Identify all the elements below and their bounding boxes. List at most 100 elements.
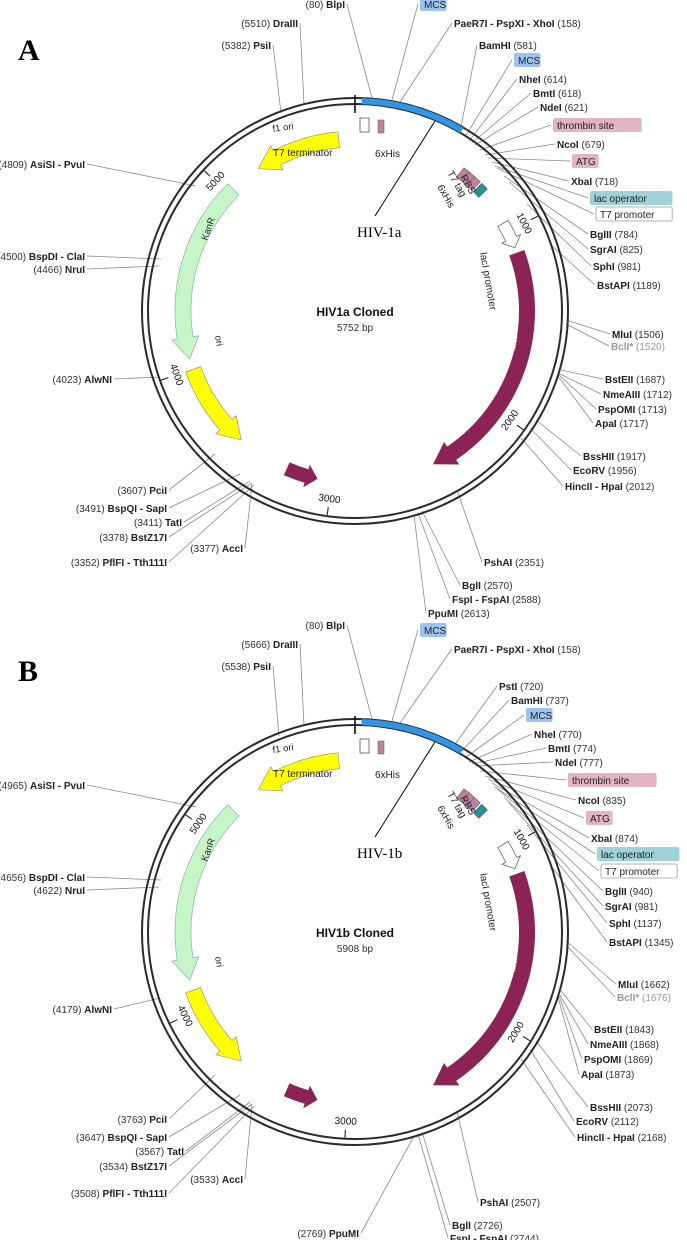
scale-tick-label: 3000 bbox=[334, 1116, 357, 1128]
restriction-site-label: BclI* (1520) bbox=[611, 342, 665, 353]
site-leader-line bbox=[551, 245, 596, 286]
restriction-site-label: BmtI (618) bbox=[533, 89, 581, 100]
restriction-site-label: (3533) AccI bbox=[190, 1175, 243, 1186]
restriction-site-label: ApaI (1873) bbox=[581, 1070, 634, 1081]
site-leader-line bbox=[479, 124, 552, 151]
site-leader-line bbox=[508, 181, 589, 250]
site-leader-line bbox=[503, 175, 589, 235]
site-leader-line bbox=[391, 3, 419, 101]
site-leader-line bbox=[244, 483, 253, 549]
t7-terminator-marker bbox=[359, 738, 370, 754]
site-leader-line bbox=[299, 22, 305, 105]
small-feature-marker bbox=[472, 182, 488, 198]
laci-promoter-label: lacI promoter bbox=[477, 252, 498, 312]
site-leader-line bbox=[503, 796, 604, 892]
restriction-site-label: PshAI (2507) bbox=[480, 1198, 540, 1209]
feature-box bbox=[600, 863, 678, 879]
site-leader-line bbox=[557, 375, 594, 424]
site-leader-line bbox=[565, 323, 610, 347]
scale-tick bbox=[527, 831, 536, 837]
site-leader-line bbox=[346, 3, 373, 99]
feature-box bbox=[597, 847, 680, 861]
restriction-site-label: XbaI (718) bbox=[571, 177, 618, 188]
restriction-site-label: BclI* (1676) bbox=[617, 993, 671, 1004]
feature-box bbox=[568, 773, 657, 787]
restriction-site-label: FspI - FspAI (2588) bbox=[452, 595, 541, 606]
feature-annotation: MCS bbox=[424, 626, 447, 637]
insert-label: HIV-1a bbox=[357, 225, 402, 241]
feature-annotation: thrombin site bbox=[572, 776, 630, 787]
insert-pointer-line bbox=[374, 120, 436, 217]
restriction-site-label: SgrAI (981) bbox=[605, 902, 658, 913]
restriction-site-label: (3647) BspQI - SapI bbox=[76, 1133, 167, 1144]
restriction-site-label: (4965) AsiSI - PvuI bbox=[0, 781, 85, 792]
restriction-site-label: NdeI (621) bbox=[540, 103, 588, 114]
scale-tick-label: 1000 bbox=[514, 211, 534, 236]
plasmid-title: HIV1b Cloned bbox=[316, 926, 394, 940]
site-leader-line bbox=[558, 374, 597, 410]
site-leader-line bbox=[559, 373, 602, 395]
restriction-site-label: (3607) PciI bbox=[118, 486, 168, 497]
restriction-site-label: (4809) AsiSI - PvuI bbox=[0, 160, 85, 171]
site-leader-line bbox=[471, 92, 532, 144]
restriction-site-label: (3378) BstZ17I bbox=[99, 533, 167, 544]
restriction-site-label: BglII (940) bbox=[605, 887, 653, 898]
scale-tick bbox=[170, 1019, 178, 1024]
restriction-site-label: BglII (784) bbox=[590, 230, 638, 241]
restriction-site-label: BssHII (1917) bbox=[583, 452, 646, 463]
site-leader-line bbox=[168, 482, 253, 538]
restriction-site-label: (3352) PflFI - Tth111I bbox=[71, 558, 167, 569]
restriction-site-label: BstAPI (1345) bbox=[609, 938, 673, 949]
plasmid-size: 5752 bp bbox=[337, 323, 374, 334]
site-leader-line bbox=[565, 319, 611, 335]
restriction-site-label: BglI (2726) bbox=[452, 1221, 503, 1232]
site-leader-line bbox=[272, 44, 282, 114]
laci-promoter-arrow bbox=[497, 219, 522, 249]
restriction-site-label: (5666) DraIII bbox=[241, 640, 298, 651]
plasmid-map-b: B(80) BlpI(5666) DraIII(5538) PsiIMCSPae… bbox=[0, 621, 680, 1240]
restriction-site-label: BstEII (1843) bbox=[594, 1025, 654, 1036]
site-leader-line bbox=[360, 1135, 415, 1234]
restriction-site-label: (4656) BspDI - ClaI bbox=[0, 873, 85, 884]
site-leader-line bbox=[464, 714, 525, 759]
insert-pointer-line bbox=[374, 741, 436, 838]
site-leader-line bbox=[459, 699, 510, 754]
site-leader-line bbox=[529, 427, 572, 471]
site-leader-line bbox=[496, 788, 600, 872]
restriction-site-label: SgrAI (825) bbox=[590, 245, 643, 256]
restriction-site-label: ApaI (1717) bbox=[595, 419, 648, 430]
site-leader-line bbox=[183, 480, 251, 523]
restriction-site-label: (3508) PflFI - Tth111I bbox=[71, 1189, 167, 1200]
restriction-site-label: PspOMI (1713) bbox=[598, 405, 667, 416]
feature-annotation: ATG bbox=[576, 157, 596, 168]
site-leader-line bbox=[464, 59, 513, 138]
site-leader-line bbox=[86, 265, 160, 270]
restriction-site-label: (4500) BspDI - ClaI bbox=[0, 252, 85, 263]
restriction-site-label: (4023) AlwNI bbox=[53, 375, 113, 386]
scale-tick bbox=[203, 170, 211, 177]
restriction-site-label: EcoRV (2112) bbox=[576, 1117, 639, 1128]
restriction-site-label: PstI (720) bbox=[499, 682, 543, 693]
restriction-site-label: (3491) BspQI - SapI bbox=[76, 504, 167, 515]
site-leader-line bbox=[413, 514, 427, 614]
restriction-site-label: (3567) TatI bbox=[135, 1147, 184, 1158]
site-leader-line bbox=[484, 775, 577, 801]
small-feature-marker bbox=[465, 175, 481, 191]
restriction-site-label: BamHI (581) bbox=[479, 41, 537, 52]
t7-terminator-label: T7 terminator bbox=[273, 148, 333, 159]
feature-annotation: thrombin site bbox=[557, 121, 615, 132]
site-leader-line bbox=[474, 106, 539, 146]
site-leader-line bbox=[520, 1058, 576, 1138]
restriction-site-label: NcoI (679) bbox=[557, 140, 605, 151]
feature-box bbox=[586, 811, 613, 825]
restriction-site-label: SphI (981) bbox=[593, 262, 641, 273]
site-leader-line bbox=[399, 648, 453, 724]
site-leader-line bbox=[417, 512, 451, 600]
restriction-site-label: SphI (1137) bbox=[609, 919, 662, 930]
scale-tick-label: 3000 bbox=[318, 492, 342, 506]
site-leader-line bbox=[168, 473, 241, 509]
plasmid-map-a: A(80) BlpI(5510) DraIII(5382) PsiIMCSPae… bbox=[0, 0, 673, 620]
restriction-site-label: NheI (614) bbox=[519, 75, 567, 86]
restriction-site-label: (80) BlpI bbox=[306, 0, 346, 11]
